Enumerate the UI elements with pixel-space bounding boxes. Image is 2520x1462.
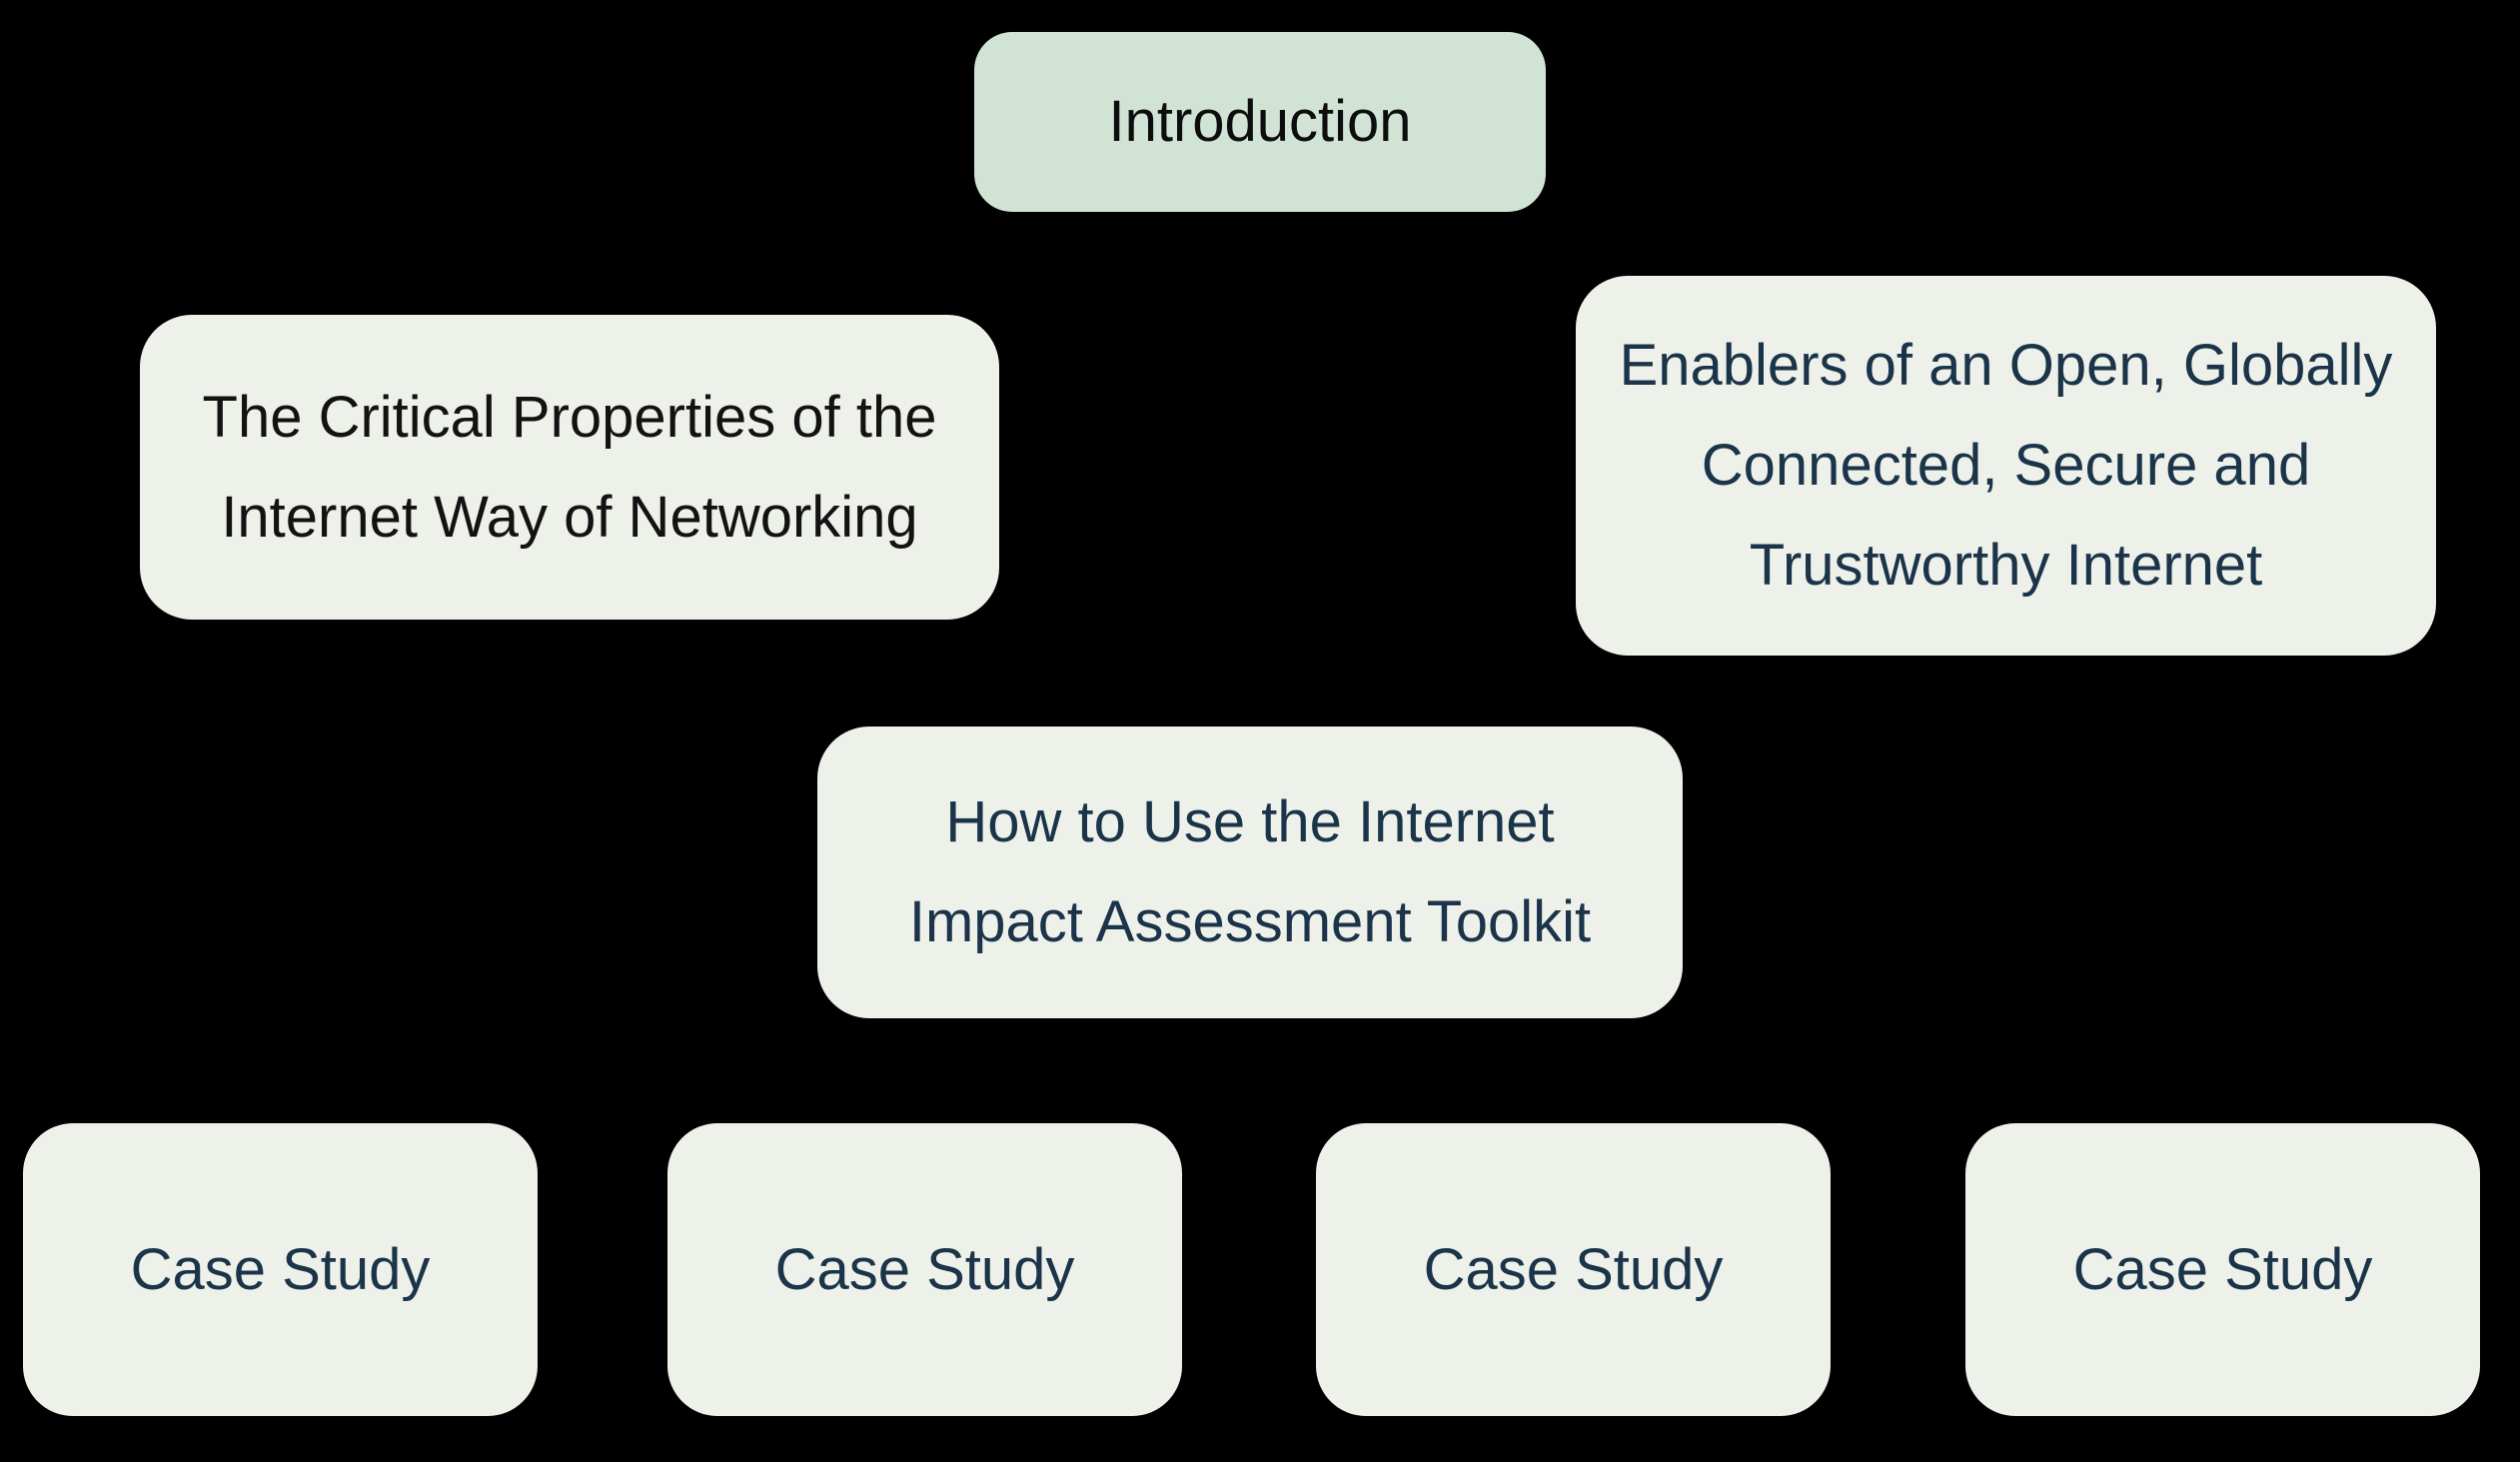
- node-critical-properties-line-2: Internet Way of Networking: [221, 484, 918, 550]
- node-case-study-2-label: Case Study: [774, 1236, 1075, 1302]
- node-critical-properties-line-1: The Critical Properties of the: [202, 384, 937, 450]
- node-critical-properties: The Critical Properties of the Internet …: [140, 315, 999, 620]
- node-case-study-4: Case Study: [1965, 1123, 2480, 1416]
- node-enablers: Enablers of an Open, Globally Connected,…: [1576, 276, 2436, 656]
- node-introduction: Introduction: [974, 32, 1546, 212]
- node-case-study-2: Case Study: [667, 1123, 1182, 1416]
- node-introduction-label: Introduction: [1108, 89, 1412, 154]
- node-toolkit-line-2: Impact Assessment Toolkit: [908, 889, 1592, 954]
- node-case-study-1-label: Case Study: [130, 1236, 431, 1302]
- node-toolkit: How to Use the Internet Impact Assessmen…: [817, 727, 1683, 1018]
- node-enablers-line-2: Connected, Secure and: [1701, 433, 2311, 498]
- node-case-study-4-label: Case Study: [2072, 1236, 2373, 1302]
- node-case-study-3-label: Case Study: [1423, 1236, 1724, 1302]
- node-toolkit-line-1: How to Use the Internet: [945, 789, 1555, 854]
- node-case-study-3: Case Study: [1316, 1123, 1831, 1416]
- node-enablers-line-1: Enablers of an Open, Globally: [1619, 333, 2393, 398]
- node-enablers-line-3: Trustworthy Internet: [1749, 533, 2263, 598]
- node-case-study-1: Case Study: [23, 1123, 538, 1416]
